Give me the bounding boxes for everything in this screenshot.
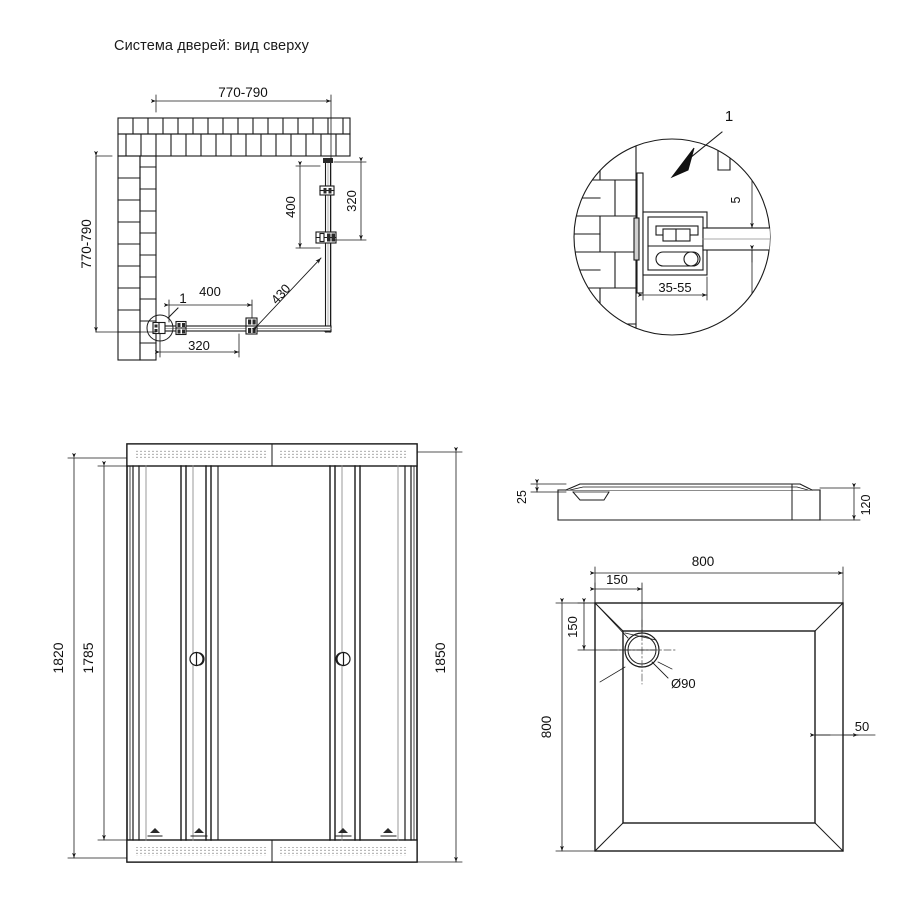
label-tray-25: 25 [515,490,529,504]
label-detail-1: 1 [725,108,733,125]
front-glass-panels [145,465,399,841]
view-tray-section [530,478,861,521]
door-wallmount-left [152,321,166,335]
detail-glass-panel [702,227,770,251]
dim-front-1785 [97,460,140,841]
label-tray-depth-800: 800 [539,716,554,739]
dim-drain-offset-x-150 [589,582,643,634]
view-detail-callout [573,131,771,336]
label-drain-offset-x-150: 150 [606,572,628,587]
dim-height-770-790 [94,150,157,333]
wall-brick-top [117,117,351,157]
door-roller-right-upper [319,185,335,196]
label-tray-rim-50: 50 [855,719,869,734]
dim-front-1820 [67,452,128,859]
door-handle-left [189,651,205,667]
front-side-jambs [132,465,412,841]
dim-right-400 [295,160,321,249]
label-detail-5: 5 [729,196,743,203]
view-front-elevation [67,443,463,863]
view-tray-plan [555,566,876,852]
dim-right-320 [333,156,367,241]
front-bottom-rollers [147,828,397,837]
door-roller-bottom-right [245,317,258,335]
label-drain-offset-y-150: 150 [565,616,580,638]
dim-width-770-790 [150,94,332,161]
label-plan-bottom-400: 400 [199,284,221,299]
label-plan-diagonal-430: 430 [268,281,294,307]
dim-tray-25 [530,478,567,493]
label-tray-120: 120 [859,495,873,516]
detail-profile-body [642,211,708,276]
detail-leader-arrow [670,131,723,179]
door-roller-right-lower [315,231,337,244]
front-bottom-rail [126,839,418,863]
label-front-1820: 1820 [50,642,66,673]
dim-tray-depth-800 [555,597,596,852]
label-tray-width-800: 800 [692,554,715,569]
label-plan-bottom-320: 320 [188,338,210,353]
enclosure-outline [157,159,332,333]
label-plan-callout-1: 1 [179,291,187,306]
page-title: Система дверей: вид сверху [114,38,309,54]
dim-tray-120 [819,482,861,521]
label-front-1785: 1785 [80,642,96,673]
door-handle-right [335,651,351,667]
label-plan-width: 770-790 [218,85,268,100]
dim-bottom-320 [154,333,240,358]
label-detail-35-55: 35-55 [658,280,691,295]
dim-profile-35-55 [637,276,708,301]
dimension-labels: 770-790 770-790 400 320 400 320 430 1 1 … [50,85,873,738]
label-drain-diameter: Ø90 [671,676,696,691]
label-front-1850: 1850 [432,642,448,673]
dim-tray-width-800 [589,566,844,604]
door-roller-bottom-left [175,320,187,336]
dim-bottom-400 [163,299,253,323]
wall-brick-left [117,155,157,361]
view-top-plan [94,94,367,361]
dim-drain-d90 [651,661,669,679]
dim-diagonal-430 [251,257,322,332]
label-plan-right-320: 320 [344,190,359,212]
door-panel-right [315,158,337,333]
label-plan-right-400: 400 [283,196,298,218]
front-top-rail [126,443,418,467]
label-plan-height: 770-790 [79,219,94,269]
dim-drain-offset-y-150 [577,597,629,651]
dim-front-1850 [416,446,463,863]
door-panel-bottom [152,317,332,336]
